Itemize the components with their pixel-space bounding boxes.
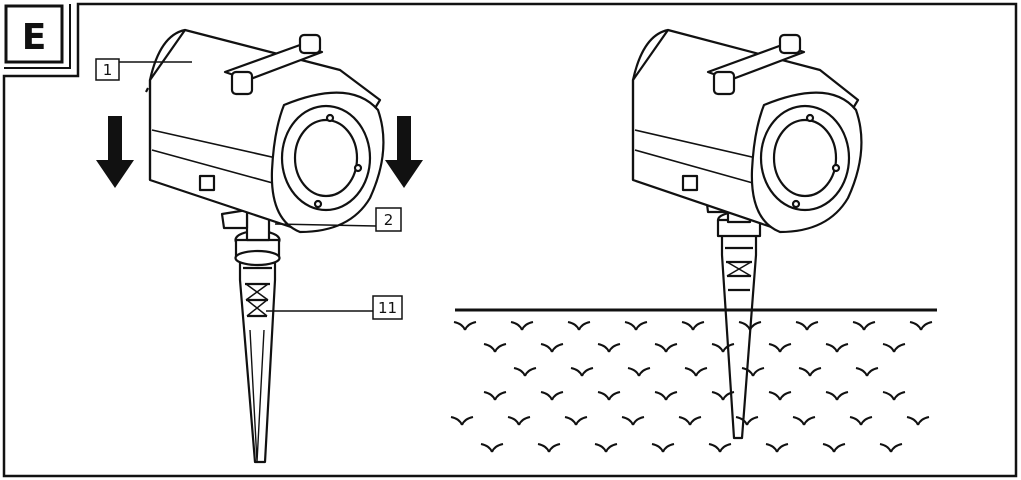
callout-11-label: 11 <box>378 299 397 317</box>
grass-field <box>450 321 933 453</box>
grass-tuft <box>594 443 618 453</box>
grass-tuft <box>798 367 822 377</box>
callout-11: 11 <box>266 295 403 320</box>
grass-tuft <box>540 391 564 401</box>
grass-tuft <box>906 416 930 426</box>
grass-tuft <box>852 321 876 331</box>
grass-tuft <box>849 416 873 426</box>
grass-tuft <box>507 416 531 426</box>
grass-tuft <box>825 343 849 353</box>
grass-tuft <box>825 391 849 401</box>
grass-tuft <box>651 443 675 453</box>
grass-tuft <box>765 443 789 453</box>
grass-tuft <box>570 367 594 377</box>
grass-tuft <box>627 367 651 377</box>
grass-tuft <box>882 343 906 353</box>
grass-tuft <box>483 343 507 353</box>
grass-tuft <box>882 391 906 401</box>
grass-tuft <box>450 416 474 426</box>
callout-2-label: 2 <box>384 211 394 229</box>
down-arrow-left <box>96 116 134 188</box>
down-arrow-right <box>385 116 423 188</box>
grass-tuft <box>654 343 678 353</box>
callout-1-label: 1 <box>103 61 113 79</box>
ground-spike-left <box>234 229 281 464</box>
grass-tuft <box>879 443 903 453</box>
projector-right <box>631 28 863 440</box>
grass-tuft <box>597 343 621 353</box>
grass-tuft <box>792 416 816 426</box>
grass-tuft <box>510 321 534 331</box>
grass-tuft <box>453 321 477 331</box>
grass-tuft <box>654 391 678 401</box>
grass-tuft <box>540 343 564 353</box>
grass-tuft <box>483 391 507 401</box>
grass-tuft <box>681 321 705 331</box>
grass-tuft <box>768 391 792 401</box>
projector-left <box>145 28 385 464</box>
section-letter: E <box>22 17 47 58</box>
grass-tuft <box>564 416 588 426</box>
section-label: E <box>4 4 64 64</box>
callout-1: 1 <box>95 58 192 81</box>
grass-tuft <box>822 443 846 453</box>
grass-tuft <box>621 416 645 426</box>
grass-tuft <box>624 321 648 331</box>
grass-tuft <box>567 321 591 331</box>
grass-tuft <box>795 321 819 331</box>
grass-tuft <box>909 321 933 331</box>
callout-2: 2 <box>274 207 402 232</box>
grass-tuft <box>513 367 537 377</box>
grass-tuft <box>537 443 561 453</box>
grass-tuft <box>708 443 732 453</box>
grass-tuft <box>768 343 792 353</box>
grass-tuft <box>684 367 708 377</box>
grass-tuft <box>855 367 879 377</box>
grass-tuft <box>480 443 504 453</box>
grass-tuft <box>597 391 621 401</box>
grass-tuft <box>678 416 702 426</box>
